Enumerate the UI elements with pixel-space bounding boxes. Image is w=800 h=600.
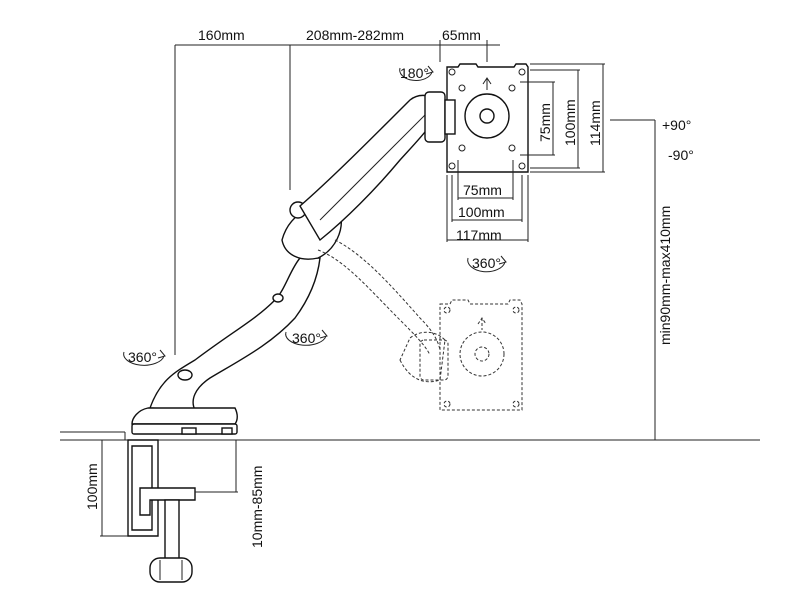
vesa-100-vertical-label: 100mm — [562, 99, 578, 146]
base-rotation-label: 360° — [128, 349, 157, 365]
top-dimension-lines — [174, 40, 500, 355]
plate-offset-label: 65mm — [442, 27, 481, 43]
monitor-arm — [131, 91, 456, 435]
desk-clamp — [127, 439, 196, 583]
lowered-arm-position — [317, 239, 449, 383]
plate-swivel-rotation-label: 360° — [472, 255, 501, 271]
clamp-height-label: 100mm — [84, 463, 100, 510]
plate-width-label: 117mm — [456, 227, 502, 243]
rotation-arrow-icon — [467, 255, 507, 273]
vesa-75-horizontal-label: 75mm — [463, 182, 502, 198]
arm-reach-label: 160mm — [198, 27, 245, 43]
rotation-arrow-icon — [285, 329, 328, 346]
vesa-75-vertical-label: 75mm — [537, 103, 553, 142]
height-range-label: min90mm-max410mm — [657, 206, 673, 345]
desk-line — [60, 431, 760, 441]
forearm-reach-label: 208mm-282mm — [306, 27, 404, 43]
upper-plate-dimension-lines — [446, 63, 605, 242]
pan-top-rotation-label: 180° — [400, 65, 429, 81]
arm-joint-rotation-label: 360° — [292, 330, 321, 346]
lower-vesa-plate — [439, 299, 523, 411]
vesa-100-horizontal-label: 100mm — [458, 204, 505, 220]
rotation-arrow-icon — [123, 349, 166, 366]
height-dimension-line — [610, 119, 656, 440]
plate-height-label: 114mm — [587, 100, 603, 146]
rotation-arrow-icon — [399, 65, 434, 81]
upper-vesa-plate — [446, 63, 529, 173]
tilt-up-label: +90° — [662, 117, 691, 133]
desk-thickness-label: 10mm-85mm — [249, 466, 265, 548]
clamp-dimension-lines — [100, 439, 238, 537]
tilt-down-label: -90° — [668, 147, 694, 163]
